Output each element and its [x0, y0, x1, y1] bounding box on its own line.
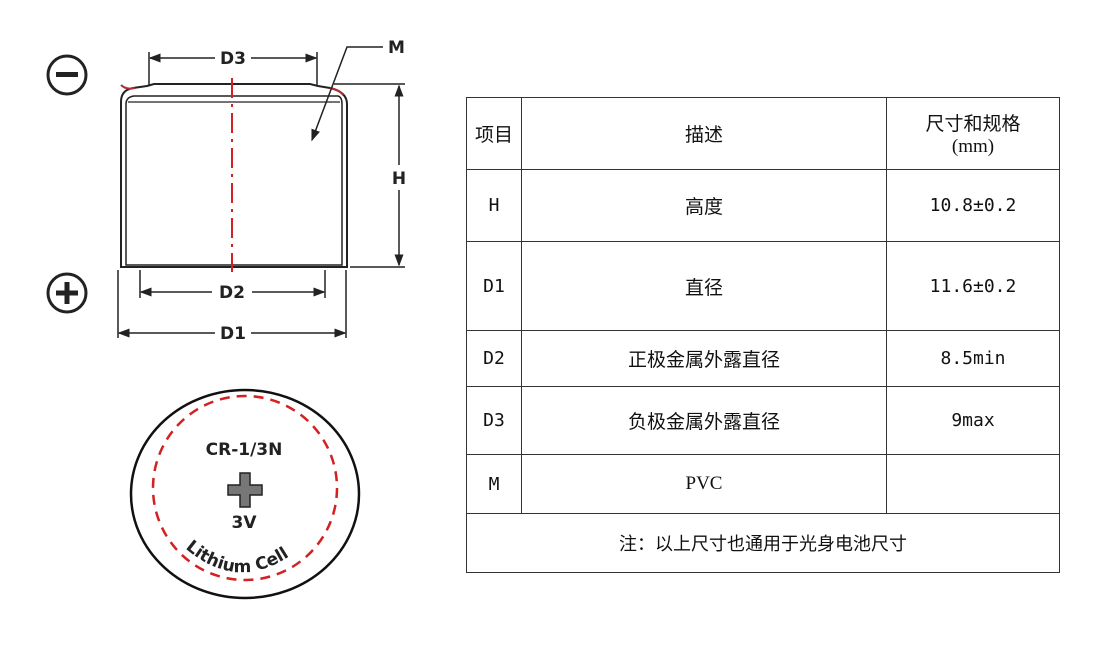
row-description: 直径: [521, 241, 887, 331]
row-code: D1: [466, 241, 522, 331]
header-item: 项目: [466, 97, 522, 170]
row-value: 11.6±0.2: [886, 241, 1060, 331]
leader-m: [311, 46, 383, 142]
plus-icon: [227, 472, 263, 508]
row-code: H: [466, 169, 522, 242]
table-note-row: 注：以上尺寸也通用于光身电池尺寸: [466, 513, 1060, 573]
table-note: 注：以上尺寸也通用于光身电池尺寸: [466, 513, 1060, 573]
label-m: M: [388, 38, 405, 58]
header-size: 尺寸和规格(mm): [886, 97, 1060, 170]
label-h: H: [392, 169, 406, 189]
label-d3: D3: [220, 49, 246, 69]
row-value: 10.8±0.2: [886, 169, 1060, 242]
negative-terminal-icon: [46, 54, 88, 96]
battery-side-view: [120, 83, 348, 268]
dimension-h: [334, 83, 405, 268]
header-size-title: 尺寸和规格: [925, 113, 1021, 135]
cell-voltage-label: 3V: [232, 513, 258, 533]
cell-model-label: CR-1/3N: [206, 440, 283, 460]
header-size-unit: (mm): [951, 136, 995, 157]
label-d1: D1: [220, 324, 246, 344]
row-code: M: [466, 454, 522, 514]
row-value: 8.5min: [886, 330, 1060, 387]
row-description: 正极金属外露直径: [521, 330, 887, 387]
row-value: [886, 454, 1060, 514]
row-description: 高度: [521, 169, 887, 242]
row-value: 9max: [886, 386, 1060, 455]
table-row: D1 直径 11.6±0.2: [466, 241, 1060, 331]
row-code: D3: [466, 386, 522, 455]
battery-bottom-view: CR-1/3N 3V Lithium Cell: [129, 388, 361, 600]
label-d2: D2: [219, 283, 245, 303]
spec-table: 项目 描述 尺寸和规格(mm) H 高度 10.8±0.2 D1 直径 11.6…: [466, 97, 1060, 573]
dimension-d2: [139, 270, 326, 298]
table-header-row: 项目 描述 尺寸和规格(mm): [466, 97, 1060, 170]
table-row: M PVC: [466, 454, 1060, 514]
battery-drawing: D3 M H D2 D1 CR-1/3N 3V Lithium Cell: [46, 38, 406, 600]
row-code: D2: [466, 330, 522, 387]
row-description: 负极金属外露直径: [521, 386, 887, 455]
positive-terminal-icon: [46, 272, 88, 314]
row-description: PVC: [521, 454, 887, 514]
header-description: 描述: [521, 97, 887, 170]
table-row: D3 负极金属外露直径 9max: [466, 386, 1060, 455]
table-row: D2 正极金属外露直径 8.5min: [466, 330, 1060, 387]
table-row: H 高度 10.8±0.2: [466, 169, 1060, 242]
dimension-d1: [117, 270, 347, 338]
cell-type-label: Lithium Cell: [182, 536, 292, 577]
dimension-d3: [148, 52, 318, 85]
